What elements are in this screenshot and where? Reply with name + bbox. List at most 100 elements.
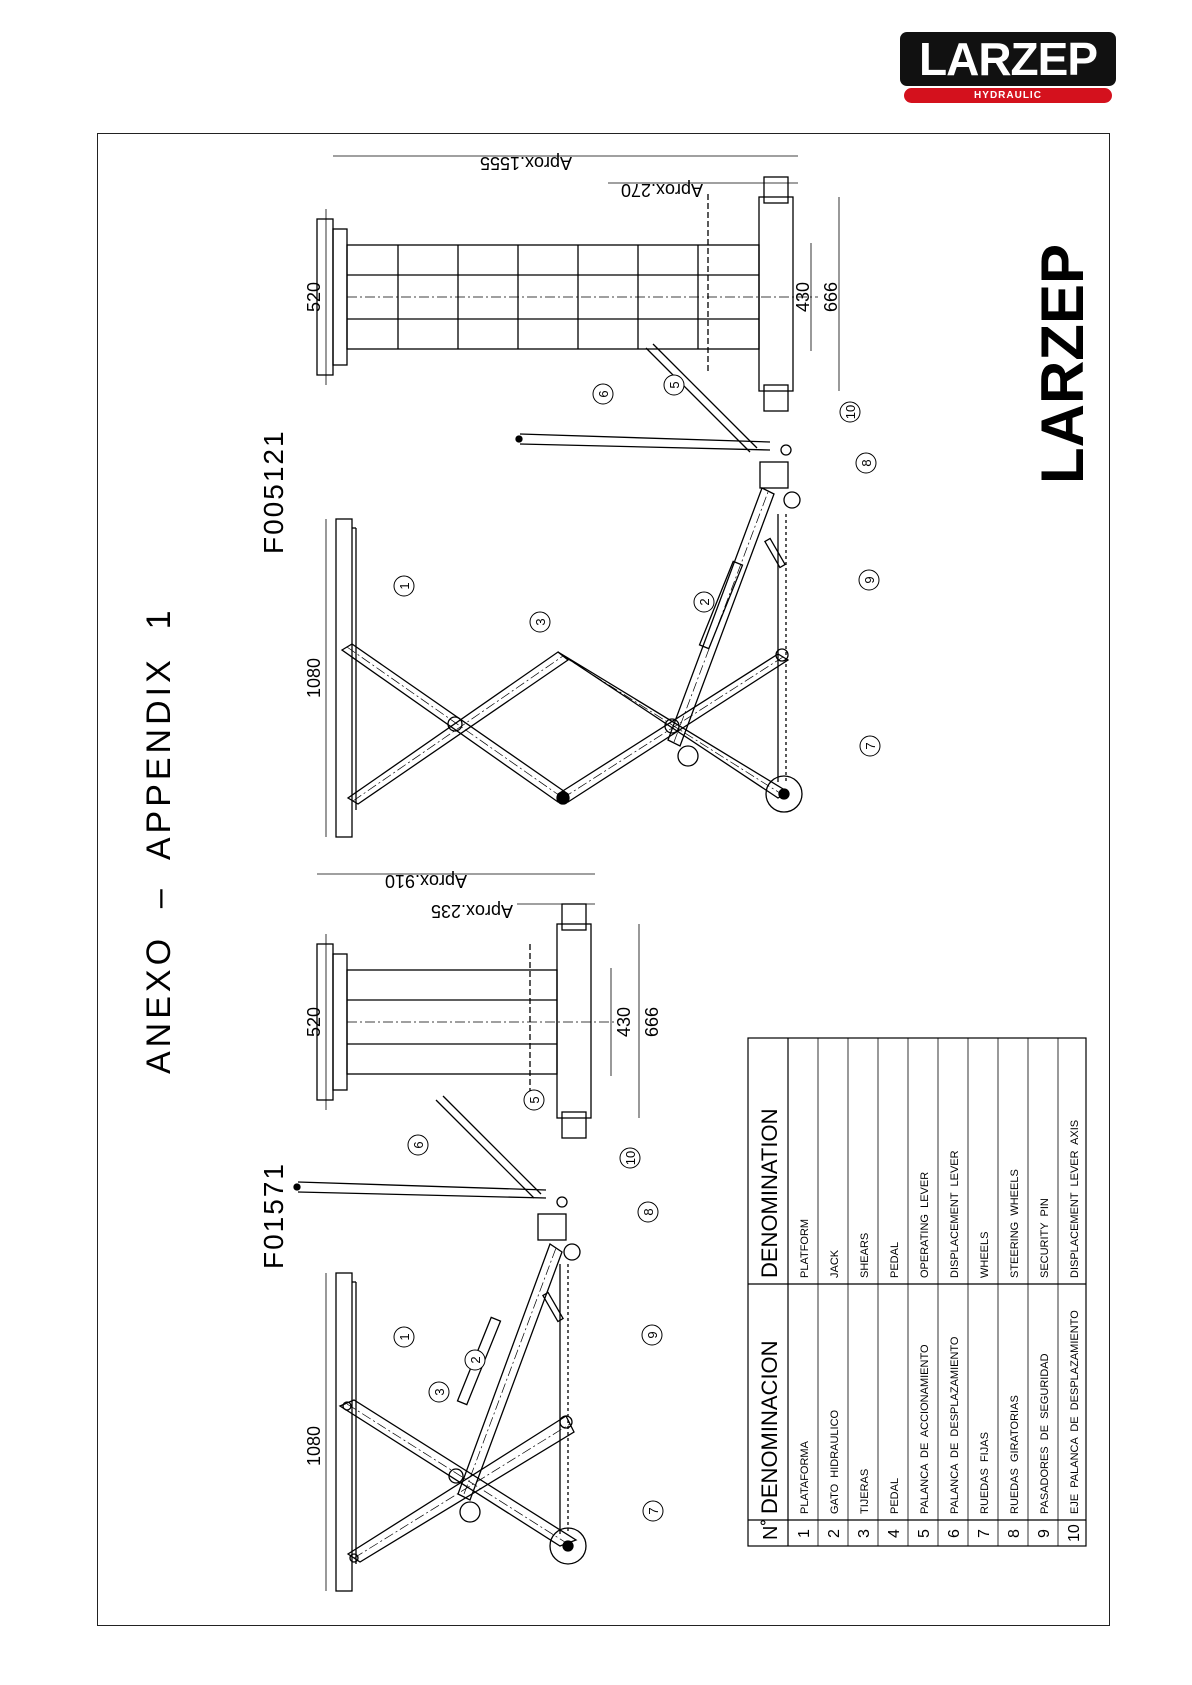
row-8-number: 8 <box>1006 1529 1023 1538</box>
row-10-en: DISPLACEMENT LEVER AXIS <box>1069 1120 1081 1278</box>
row-3-number: 3 <box>856 1529 873 1538</box>
balloon-7: 7 <box>859 735 881 757</box>
svg-text:6: 6 <box>596 390 611 397</box>
model-2-balloons: 1 2 3 5 6 7 8 9 10 <box>393 374 881 757</box>
svg-text:9: 9 <box>645 1331 660 1338</box>
balloon-8: 8 <box>855 452 877 474</box>
model-1-front-width: 520 <box>304 1007 324 1037</box>
model-1-max-height: Aprox.910 <box>385 871 467 891</box>
model-code-f01571: F01571 <box>258 1162 289 1269</box>
balloon-3: 3 <box>428 1381 450 1403</box>
svg-text:7: 7 <box>863 742 878 749</box>
balloon-10: 10 <box>619 1147 641 1169</box>
side-brand: LARZEP <box>1029 244 1096 484</box>
svg-text:2: 2 <box>697 598 712 605</box>
svg-text:5: 5 <box>667 381 682 388</box>
balloon-1: 1 <box>393 1326 415 1348</box>
model-2-width-label: 1080 <box>304 658 324 698</box>
model-1-width-label: 1080 <box>304 1426 324 1466</box>
row-6-en: DISPLACEMENT LEVER <box>949 1150 961 1278</box>
row-2-es: GATO HIDRAULICO <box>829 1409 841 1514</box>
row-9-es: PASADORES DE SEGURIDAD <box>1039 1353 1051 1514</box>
balloon-9: 9 <box>858 569 880 591</box>
model-1-base-inner: 430 <box>614 1007 634 1037</box>
row-1-es: PLATAFORMA <box>799 1440 811 1514</box>
row-10-number: 10 <box>1066 1524 1083 1542</box>
row-7-number: 7 <box>976 1529 993 1538</box>
row-9-number: 9 <box>1036 1529 1053 1538</box>
header-es: DENOMINACION <box>757 1340 782 1514</box>
balloon-6: 6 <box>592 383 614 405</box>
row-1-en: PLATFORM <box>799 1219 811 1278</box>
header-en: DENOMINATION <box>757 1109 782 1278</box>
model-1-front-view: 520 430 666 Aprox.910 Aprox.235 <box>304 871 662 1139</box>
balloon-3: 3 <box>529 611 551 633</box>
balloon-6: 6 <box>407 1134 429 1156</box>
model-2-side-view: 1080 <box>304 343 803 838</box>
svg-text:9: 9 <box>862 576 877 583</box>
svg-text:8: 8 <box>859 459 874 466</box>
balloon-8: 8 <box>637 1201 659 1223</box>
svg-text:3: 3 <box>432 1388 447 1395</box>
model-1-side-view: 1080 <box>293 1095 587 1592</box>
balloon-9: 9 <box>641 1324 663 1346</box>
row-4-en: PEDAL <box>889 1242 901 1278</box>
balloon-1: 1 <box>393 575 415 597</box>
svg-text:7: 7 <box>646 1507 661 1514</box>
row-5-en: OPERATING LEVER <box>919 1172 931 1278</box>
model-2-front-width: 520 <box>304 282 324 312</box>
logo-red-bar <box>904 88 1112 103</box>
row-8-es: RUEDAS GIRATORIAS <box>1009 1395 1021 1514</box>
larzep-logo: LARZEP HYDRAULIC <box>900 32 1116 104</box>
model-2-base-outer: 666 <box>821 282 841 312</box>
balloon-5: 5 <box>663 374 685 396</box>
model-2-min-height: Aprox.270 <box>621 180 703 200</box>
svg-text:10: 10 <box>623 1151 638 1165</box>
balloon-5: 5 <box>523 1089 545 1111</box>
row-10-es: EJE PALANCA DE DESPLAZAMIENTO <box>1069 1310 1081 1514</box>
svg-text:1: 1 <box>397 582 412 589</box>
row-4-number: 4 <box>886 1529 903 1538</box>
svg-text:3: 3 <box>533 618 548 625</box>
svg-text:10: 10 <box>843 405 858 419</box>
model-code-f005121: F005121 <box>258 429 289 554</box>
svg-text:2: 2 <box>468 1356 483 1363</box>
model-1-balloons: 1 2 3 5 6 7 8 9 10 <box>393 1089 664 1522</box>
drawing-sheet: ANEXO – APPENDIX 1 LARZEP F01571 F005121… <box>97 133 1110 1626</box>
row-7-es: RUEDAS FIJAS <box>979 1432 991 1514</box>
balloon-2: 2 <box>464 1349 486 1371</box>
technical-drawing: ANEXO – APPENDIX 1 LARZEP F01571 F005121… <box>140 153 1096 1592</box>
logo-badge <box>900 32 1116 86</box>
model-2-max-height: Aprox.1555 <box>480 153 572 173</box>
row-3-en: SHEARS <box>859 1233 871 1278</box>
svg-text:1: 1 <box>397 1333 412 1340</box>
balloon-10: 10 <box>839 401 861 423</box>
row-5-es: PALANCA DE ACCIONAMIENTO <box>919 1344 931 1514</box>
svg-text:5: 5 <box>527 1096 542 1103</box>
row-9-en: SECURITY PIN <box>1039 1198 1051 1278</box>
balloon-2: 2 <box>693 591 715 613</box>
row-6-number: 6 <box>946 1529 963 1538</box>
appendix-title: ANEXO – APPENDIX 1 <box>140 606 178 1074</box>
logo-tagline: HYDRAULIC <box>974 90 1042 101</box>
logo-brand: LARZEP <box>919 33 1098 85</box>
svg-text:6: 6 <box>411 1141 426 1148</box>
model-2-base-inner: 430 <box>793 282 813 312</box>
parts-table-text: N˚ DENOMINACION DENOMINATION 1 2 3 4 5 6… <box>757 1109 1083 1542</box>
row-7-en: WHEELS <box>979 1232 991 1278</box>
row-2-number: 2 <box>826 1529 843 1538</box>
header-number: N˚ <box>760 1519 782 1540</box>
row-6-es: PALANCA DE DESPLAZAMIENTO <box>949 1336 961 1514</box>
row-3-es: TIJERAS <box>859 1469 871 1514</box>
row-8-en: STEERING WHEELS <box>1009 1169 1021 1278</box>
model-2-front-view: 520 430 666 Aprox.1555 Aprox.270 <box>304 153 841 412</box>
model-1-base-outer: 666 <box>642 1007 662 1037</box>
row-2-en: JACK <box>829 1249 841 1278</box>
model-1-min-height: Aprox.235 <box>431 901 513 921</box>
parts-table <box>747 1037 1087 1547</box>
row-4-es: PEDAL <box>889 1478 901 1514</box>
balloon-7: 7 <box>642 1500 664 1522</box>
svg-text:8: 8 <box>641 1208 656 1215</box>
row-1-number: 1 <box>796 1529 813 1538</box>
row-5-number: 5 <box>916 1529 933 1538</box>
